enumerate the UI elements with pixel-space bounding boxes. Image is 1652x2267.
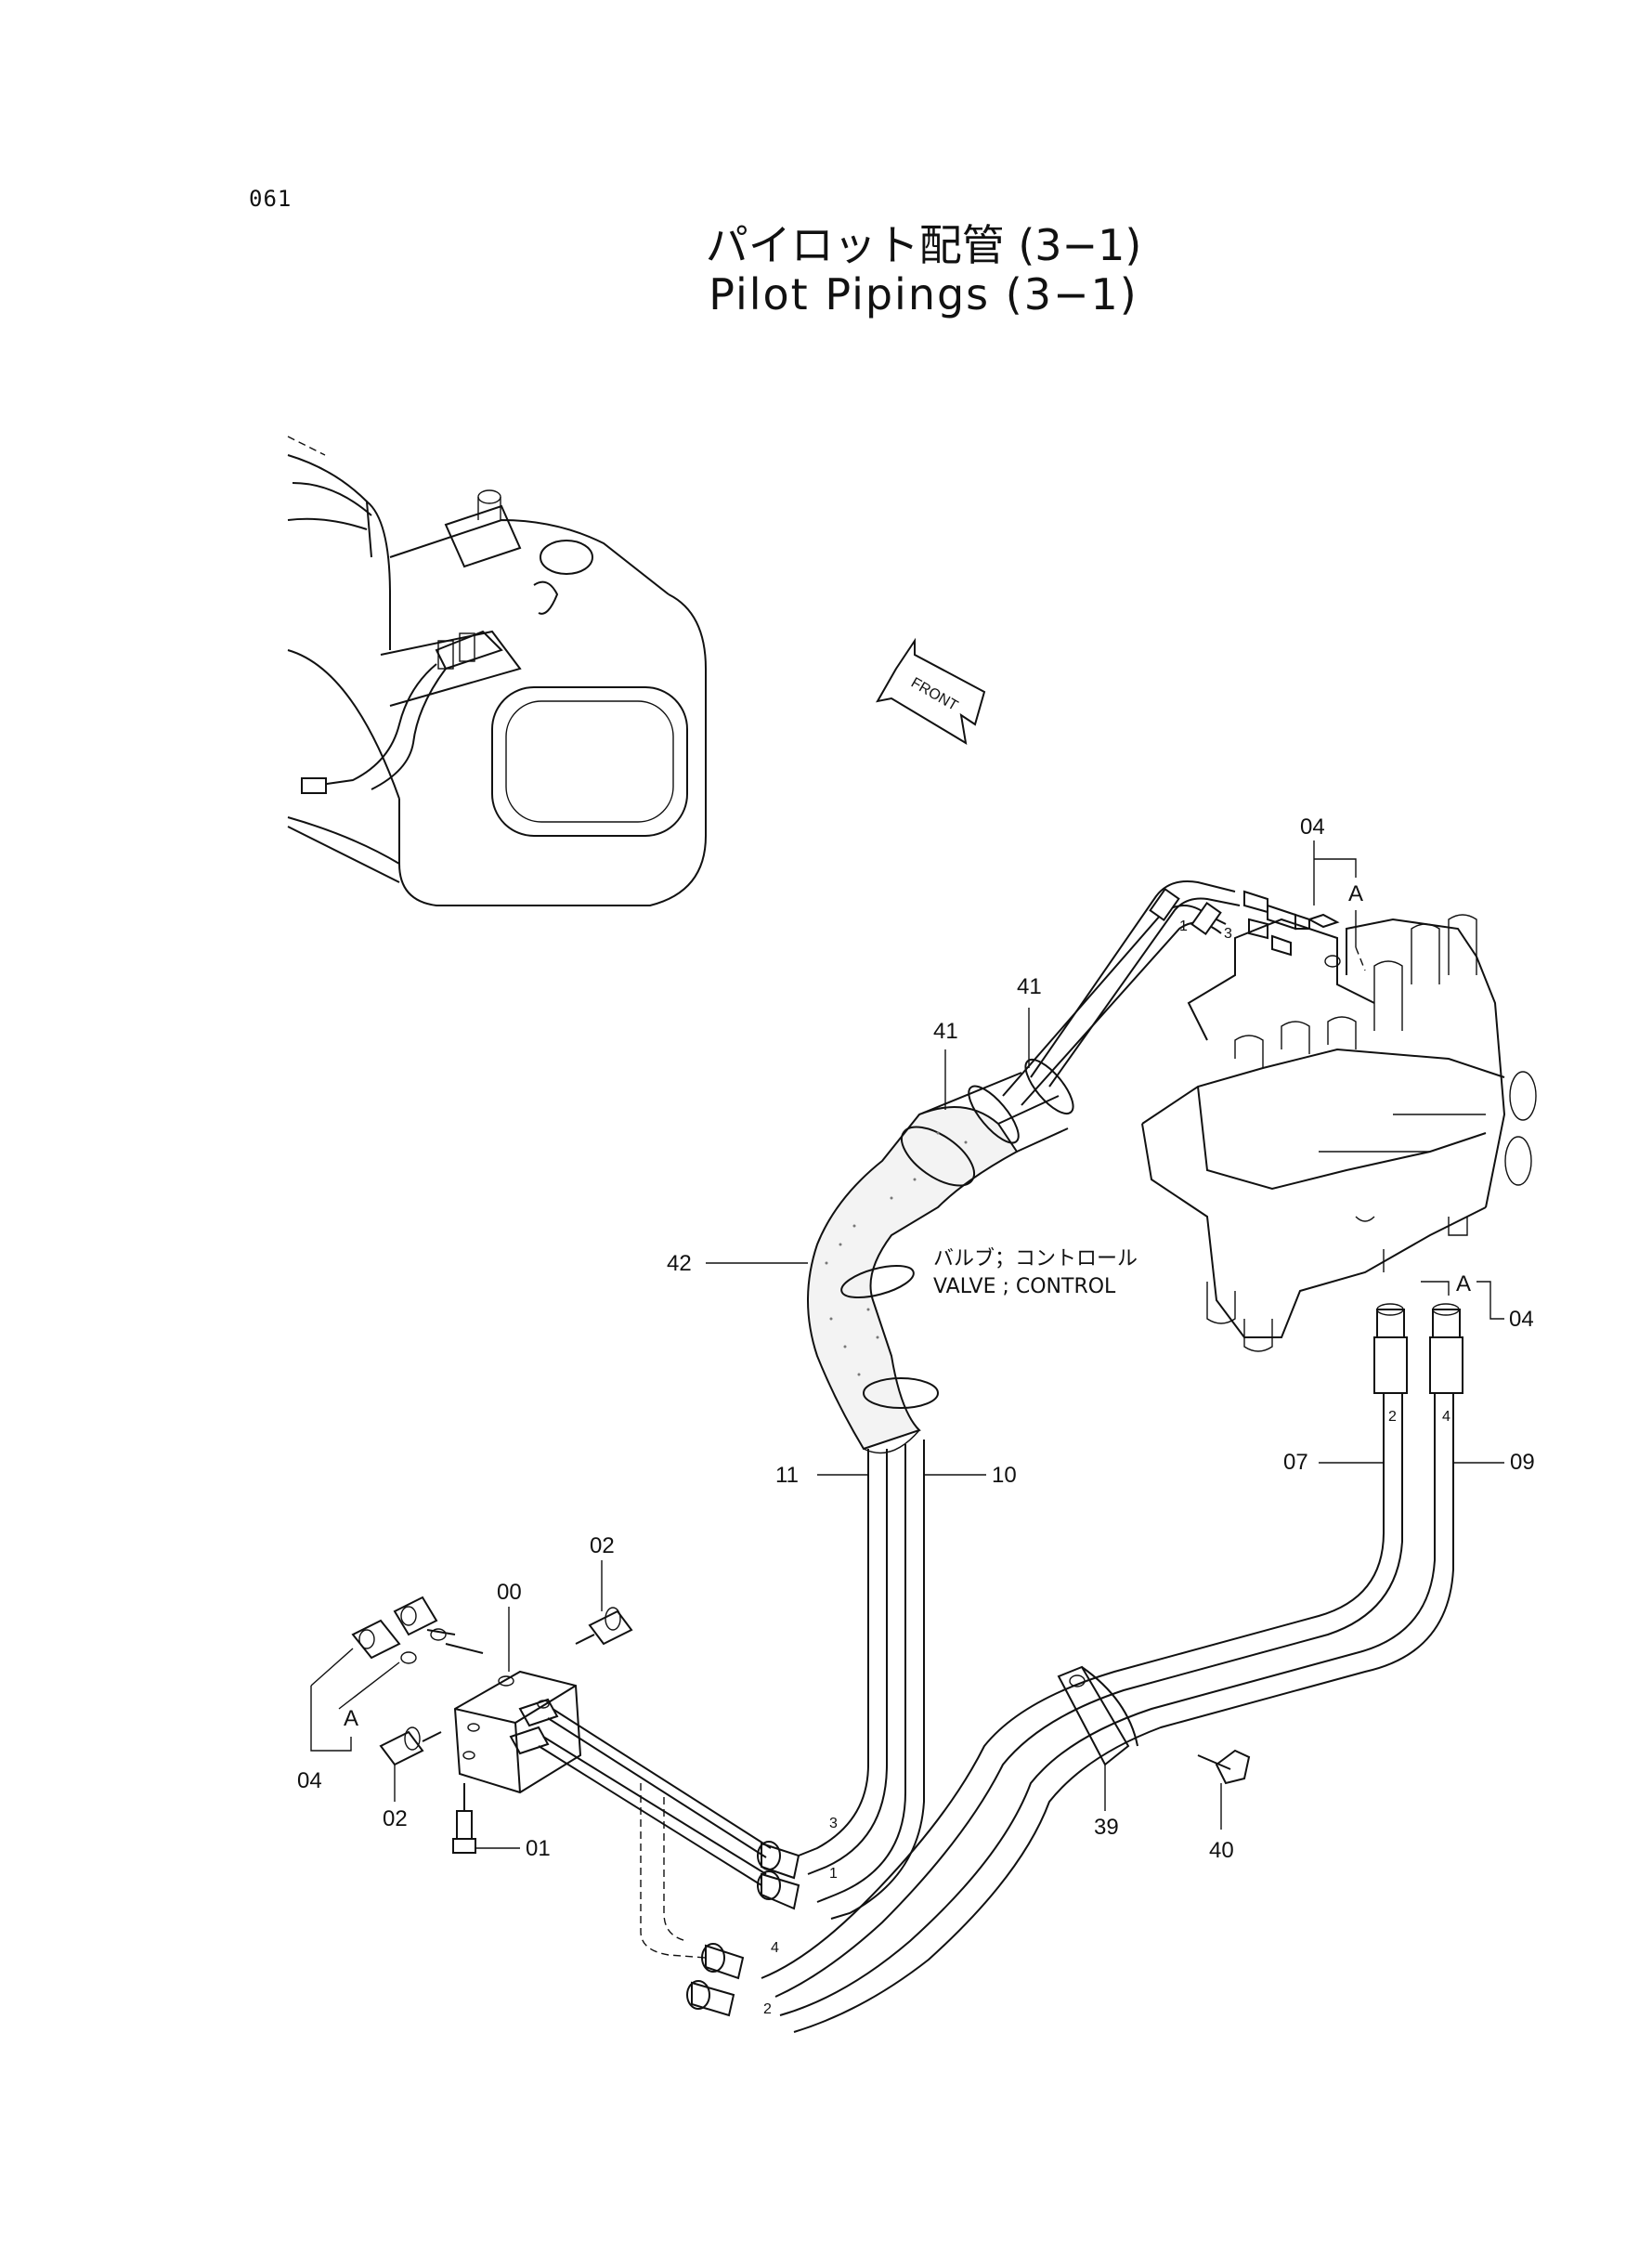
callout-41-lower: 41 xyxy=(933,1019,958,1044)
bolt-40 xyxy=(1197,1749,1251,1785)
hose-mark-lower-2: 2 xyxy=(763,2001,772,2017)
callout-42: 42 xyxy=(667,1251,692,1276)
callout-02-top: 02 xyxy=(590,1533,615,1558)
callout-39: 39 xyxy=(1094,1815,1119,1840)
callout-A-left: A xyxy=(344,1706,358,1731)
callout-09: 09 xyxy=(1510,1450,1535,1475)
callout-leaders xyxy=(310,840,1504,1849)
callout-01: 01 xyxy=(526,1836,551,1861)
hose-mark-top-3: 3 xyxy=(1224,926,1232,942)
callout-10: 10 xyxy=(992,1463,1017,1488)
callout-40: 40 xyxy=(1209,1838,1234,1863)
valve-label-japanese: バルブ；コントロール xyxy=(933,1247,1138,1270)
upper-pilot-hoses: 1 3 xyxy=(1002,880,1241,1106)
upper-valve-connections xyxy=(1243,890,1341,968)
callout-41-upper: 41 xyxy=(1017,974,1042,999)
page-title-japanese: パイロット配管 (3−1) xyxy=(705,220,1142,270)
page-title-english: Pilot Pipings (3−1) xyxy=(709,269,1138,319)
hose-clamp-39 xyxy=(1057,1665,1138,1766)
callout-04-left: 04 xyxy=(297,1768,322,1793)
hose-mark-right-4: 4 xyxy=(1442,1409,1450,1425)
callout-A-right: A xyxy=(1456,1271,1471,1296)
callout-04-top: 04 xyxy=(1300,814,1325,840)
callout-04-right: 04 xyxy=(1509,1307,1534,1332)
protective-sleeve xyxy=(807,1058,1074,1454)
callout-02-bottom: 02 xyxy=(383,1806,408,1831)
callout-11: 11 xyxy=(775,1463,799,1488)
front-label: FRONT xyxy=(908,675,960,714)
front-direction-arrow: FRONT xyxy=(876,637,986,745)
hose-mark-top-1: 1 xyxy=(1179,919,1188,934)
machine-overview-illustration xyxy=(287,436,707,906)
hose-mark-bottom-3: 3 xyxy=(829,1816,838,1831)
hose-mark-bottom-1: 1 xyxy=(829,1866,838,1882)
pilot-block-00 xyxy=(351,1596,772,1959)
page-number: 061 xyxy=(249,186,293,212)
control-valve-illustration xyxy=(1141,914,1537,1352)
hose-mark-right-2: 2 xyxy=(1388,1409,1397,1425)
hose-mark-lower-4: 4 xyxy=(771,1940,779,1956)
valve-label-english: VALVE ; CONTROL xyxy=(933,1275,1116,1298)
callout-07: 07 xyxy=(1283,1450,1308,1475)
right-hoses-07-09: 2 4 4 2 xyxy=(686,1303,1463,2033)
main-hoses-10-11: 3 1 xyxy=(757,1440,925,1920)
callout-00: 00 xyxy=(497,1580,522,1605)
callout-A-top: A xyxy=(1348,881,1363,906)
